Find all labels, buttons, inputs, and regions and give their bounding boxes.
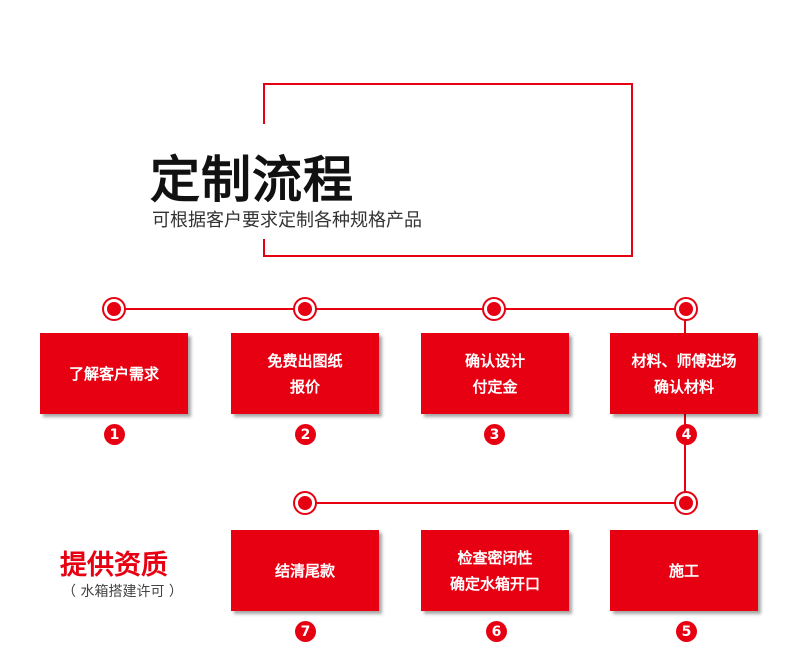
step-box-2: 免费出图纸 报价: [231, 333, 379, 414]
step-box-3: 确认设计 付定金: [421, 333, 569, 414]
page-title: 定制流程: [150, 151, 354, 209]
qualification-title: 提供资质: [60, 550, 168, 581]
flow-node: [104, 299, 124, 319]
step-number-6: 6: [486, 621, 507, 642]
page-subtitle: 可根据客户要求定制各种规格产品: [152, 210, 422, 231]
step-label: 确认设计: [464, 351, 525, 370]
connector-line-row1: [113, 308, 686, 310]
flow-node: [676, 493, 696, 513]
step-label: 确定水箱开口: [449, 574, 540, 593]
step-box-4: 材料、师傅进场 确认材料: [610, 333, 758, 414]
step-box-5: 施工: [610, 530, 758, 611]
step-label: 施工: [668, 561, 699, 580]
connector-line-row2: [304, 502, 686, 504]
flow-node: [295, 299, 315, 319]
frame-gap: [258, 124, 270, 239]
step-label: 免费出图纸: [267, 351, 343, 370]
step-label: 确认材料: [653, 377, 714, 396]
step-box-6: 检查密闭性 确定水箱开口: [421, 530, 569, 611]
step-number-5: 5: [676, 621, 697, 642]
step-label: 了解客户需求: [68, 364, 159, 383]
qualification-subtitle: （ 水箱搭建许可 ）: [62, 584, 183, 600]
step-label: 材料、师傅进场: [631, 351, 737, 370]
step-number-7: 7: [295, 621, 316, 642]
flow-node: [484, 299, 504, 319]
flow-node: [295, 493, 315, 513]
step-number-3: 3: [484, 424, 505, 445]
step-number-1: 1: [104, 424, 125, 445]
step-box-1: 了解客户需求: [40, 333, 188, 414]
step-number-2: 2: [295, 424, 316, 445]
step-label: 付定金: [472, 377, 518, 396]
step-label: 报价: [289, 377, 320, 396]
step-box-7: 结清尾款: [231, 530, 379, 611]
step-label: 检查密闭性: [457, 548, 533, 567]
step-label: 结清尾款: [274, 561, 335, 580]
step-number-4: 4: [676, 424, 697, 445]
flow-node: [676, 299, 696, 319]
